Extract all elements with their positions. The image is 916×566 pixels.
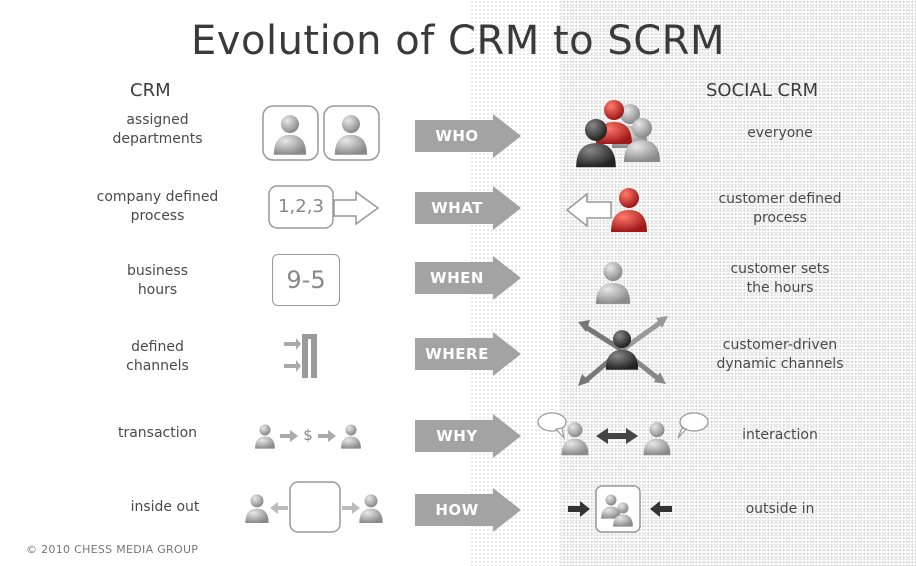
- crm-line: departments: [112, 131, 203, 147]
- crm-line: company defined: [96, 189, 219, 205]
- row-what: company defined process 1,2,3 WHAT custo…: [0, 185, 916, 258]
- scrm-line: interaction: [742, 427, 818, 443]
- copyright-text: © 2010 CHESS MEDIA GROUP: [26, 543, 199, 556]
- scrm-label-when: customer sets the hours: [680, 260, 880, 298]
- question-label: WHO: [435, 127, 479, 145]
- scrm-line: customer sets: [730, 261, 830, 277]
- question-label: WHAT: [431, 199, 483, 217]
- dotted-background-overlay: [560, 0, 916, 566]
- arrow-how: HOW: [415, 488, 523, 532]
- crm-line: channels: [126, 358, 189, 374]
- crm-label-when: business hours: [60, 262, 255, 300]
- arrow-when: WHEN: [415, 256, 523, 300]
- scrm-label-how: outside in: [680, 500, 880, 519]
- scrm-label-what: customer defined process: [680, 190, 880, 228]
- inside-out-icon: [244, 480, 384, 540]
- question-label: WHY: [436, 427, 478, 445]
- dotted-background: [470, 0, 916, 566]
- arrow-who: WHO: [415, 114, 523, 158]
- arrow-why: WHY: [415, 414, 523, 458]
- crm-header: CRM: [130, 80, 171, 101]
- scrm-line: the hours: [746, 280, 814, 296]
- scrm-line: customer-driven: [722, 337, 838, 353]
- crm-label-how: inside out: [90, 498, 240, 517]
- dynamic-channels-icon: [572, 310, 672, 394]
- crm-label-what: company defined process: [60, 188, 255, 226]
- crm-line: assigned: [126, 112, 189, 128]
- crm-label-where: defined channels: [60, 338, 255, 376]
- row-how: inside out HOW outside in: [0, 481, 916, 562]
- crm-line: defined: [131, 339, 184, 355]
- dollar-icon: $: [303, 426, 313, 444]
- crm-line: inside out: [130, 499, 200, 515]
- row-where: defined channels WHERE customer-driven: [0, 316, 916, 410]
- outside-in-icon: [566, 484, 676, 538]
- business-hours-icon: 9-5: [272, 254, 340, 306]
- crm-label-why: transaction: [60, 424, 255, 443]
- scrm-label-who: everyone: [680, 124, 880, 143]
- question-label: WHEN: [430, 269, 484, 287]
- row-when: business hours 9-5 WHEN customer sets th…: [0, 250, 916, 334]
- row-why: transaction $ WHY interaction: [0, 412, 916, 488]
- crm-line: transaction: [117, 425, 198, 441]
- customer-hours-icon: [590, 246, 670, 312]
- transaction-icon: $: [254, 418, 364, 458]
- scrm-line: outside in: [745, 501, 815, 517]
- row-who: assigned departments WHO everyone: [0, 100, 916, 180]
- defined-channels-icon: [282, 332, 322, 386]
- question-label: WHERE: [425, 345, 489, 363]
- crm-line: hours: [137, 282, 178, 298]
- process-steps-icon: 1,2,3: [268, 184, 386, 236]
- crm-line: business: [126, 263, 189, 279]
- scrm-line: process: [753, 210, 807, 226]
- everyone-icon: [570, 96, 670, 172]
- interaction-icon: [534, 410, 714, 462]
- question-label: HOW: [435, 501, 479, 519]
- scrm-label-why: interaction: [680, 426, 880, 445]
- crm-label-who: assigned departments: [60, 111, 255, 149]
- scrm-line: everyone: [747, 125, 813, 141]
- arrow-what: WHAT: [415, 186, 523, 230]
- scrm-line: dynamic channels: [716, 356, 844, 372]
- social-crm-header: SOCIAL CRM: [706, 80, 819, 101]
- process-steps-text: 1,2,3: [278, 196, 324, 217]
- arrow-where: WHERE: [415, 332, 523, 376]
- customer-process-icon: [565, 182, 675, 242]
- scrm-label-where: customer-driven dynamic channels: [680, 336, 880, 374]
- scrm-line: customer defined: [718, 191, 842, 207]
- departments-icon: [262, 104, 384, 168]
- page-title: Evolution of CRM to SCRM: [191, 18, 725, 64]
- crm-line: process: [130, 208, 185, 224]
